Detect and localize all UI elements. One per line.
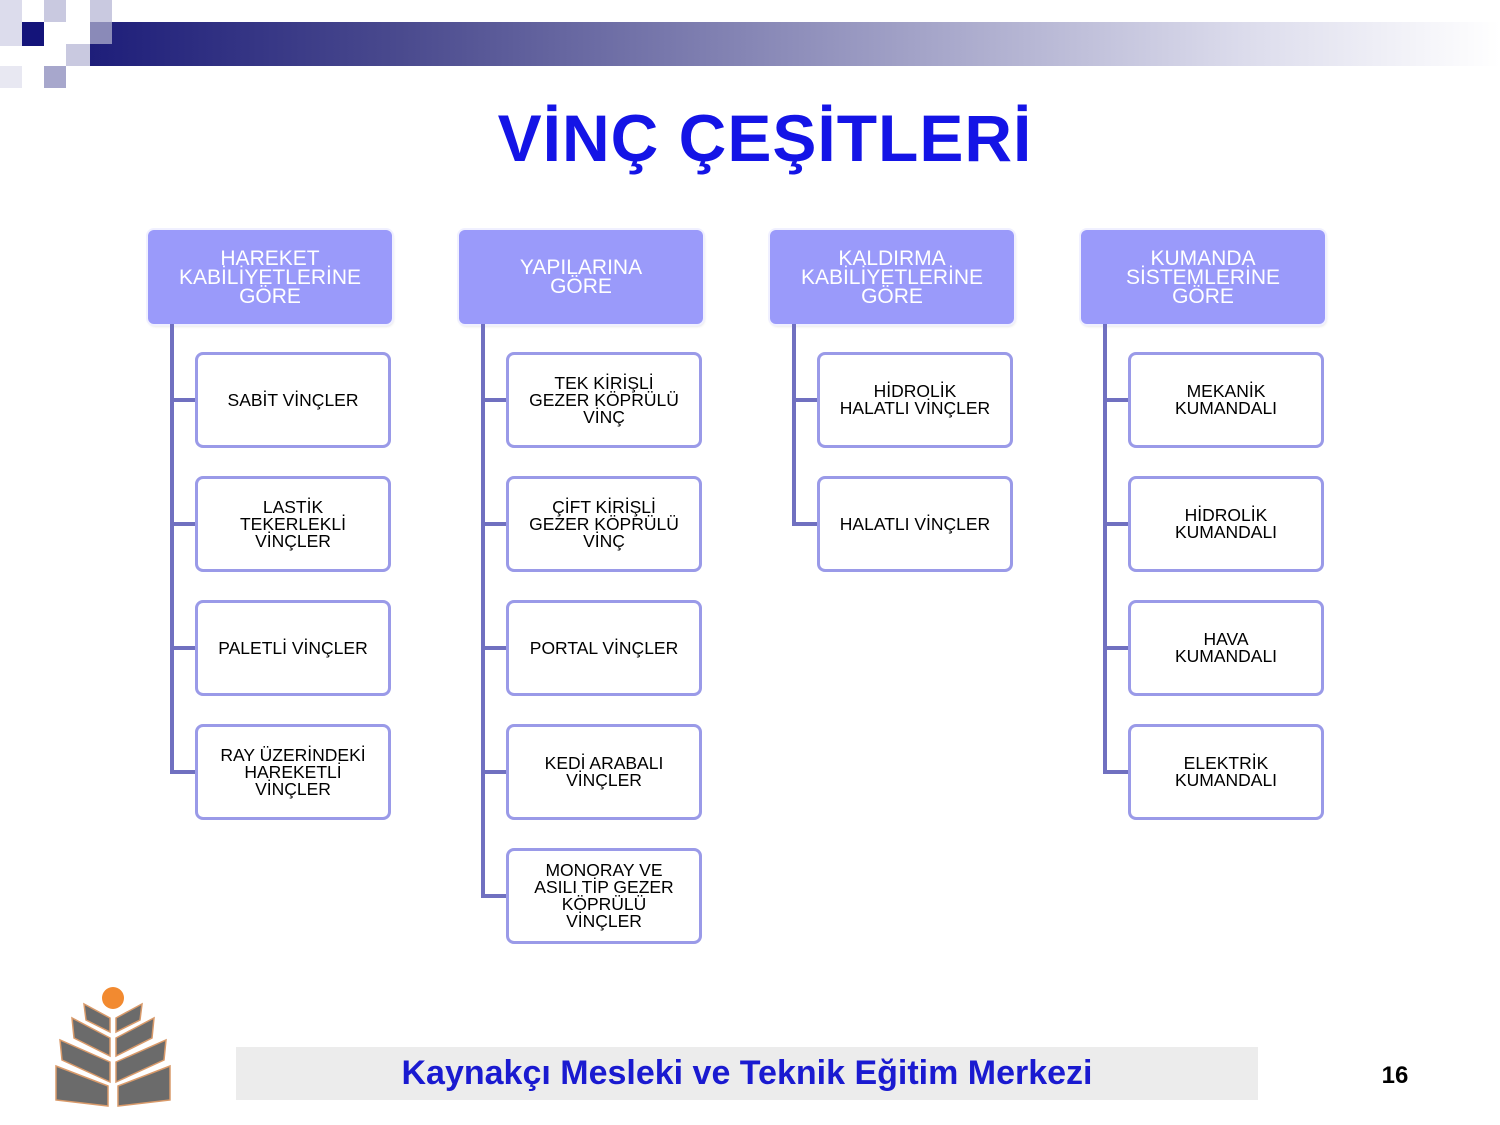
crane-type-item: HİDROLİK HALATLI VİNÇLER [817, 352, 1013, 448]
connector-line [170, 522, 196, 526]
crane-type-item: RAY ÜZERİNDEKİ HAREKETLİ VİNÇLER [195, 724, 391, 820]
decor-square [66, 44, 90, 66]
connector-line [792, 398, 818, 402]
crane-type-item: HİDROLİK KUMANDALI [1128, 476, 1324, 572]
connector-line [481, 646, 507, 650]
connector-line [481, 398, 507, 402]
crane-type-item: PORTAL VİNÇLER [506, 600, 702, 696]
footer-band: Kaynakçı Mesleki ve Teknik Eğitim Merkez… [236, 1047, 1258, 1100]
decor-square [0, 66, 22, 88]
connector-line [170, 646, 196, 650]
crane-type-item: HAVA KUMANDALI [1128, 600, 1324, 696]
crane-type-item: KEDİ ARABALI VİNÇLER [506, 724, 702, 820]
crane-type-item: MEKANİK KUMANDALI [1128, 352, 1324, 448]
crane-type-item: ÇİFT KİRİŞLİ GEZER KÖPRÜLÜ VİNÇ [506, 476, 702, 572]
page-number: 16 [1381, 1062, 1409, 1089]
category-header: YAPILARINA GÖRE [459, 230, 703, 324]
category-header: HAREKET KABİLİYETLERİNE GÖRE [148, 230, 392, 324]
connector-line [481, 324, 485, 898]
decor-square [90, 22, 112, 44]
organization-logo-icon [55, 987, 171, 1107]
crane-type-item: ELEKTRİK KUMANDALI [1128, 724, 1324, 820]
connector-line [1103, 522, 1129, 526]
connector-line [481, 894, 507, 898]
decor-square [44, 66, 66, 88]
footer-text: Kaynakçı Mesleki ve Teknik Eğitim Merkez… [401, 1054, 1093, 1092]
connector-line [481, 522, 507, 526]
title-gradient-bar [90, 22, 1500, 66]
connector-line [792, 522, 818, 526]
category-header: KUMANDA SİSTEMLERİNE GÖRE [1081, 230, 1325, 324]
crane-type-item: TEK KİRİŞLİ GEZER KÖPRÜLÜ VİNÇ [506, 352, 702, 448]
decor-square [22, 22, 44, 46]
crane-type-item: SABİT VİNÇLER [195, 352, 391, 448]
connector-line [1103, 646, 1129, 650]
decor-square [90, 0, 112, 22]
slide-title: VİNÇ ÇEŞİTLERİ [497, 101, 1033, 175]
connector-line [1103, 324, 1107, 774]
connector-line [170, 324, 174, 774]
connector-line [481, 770, 507, 774]
decor-square [44, 0, 66, 22]
crane-type-item: LASTİK TEKERLEKLİ VİNÇLER [195, 476, 391, 572]
category-header: KALDIRMA KABİLİYETLERİNE GÖRE [770, 230, 1014, 324]
connector-line [1103, 770, 1129, 774]
connector-line [170, 398, 196, 402]
connector-line [792, 324, 796, 526]
connector-line [170, 770, 196, 774]
connector-line [1103, 398, 1129, 402]
crane-type-item: PALETLİ VİNÇLER [195, 600, 391, 696]
decor-square [0, 0, 22, 46]
crane-type-item: HALATLI VİNÇLER [817, 476, 1013, 572]
crane-type-item: MONORAY VE ASILI TİP GEZER KÖPRÜLÜ VİNÇL… [506, 848, 702, 944]
